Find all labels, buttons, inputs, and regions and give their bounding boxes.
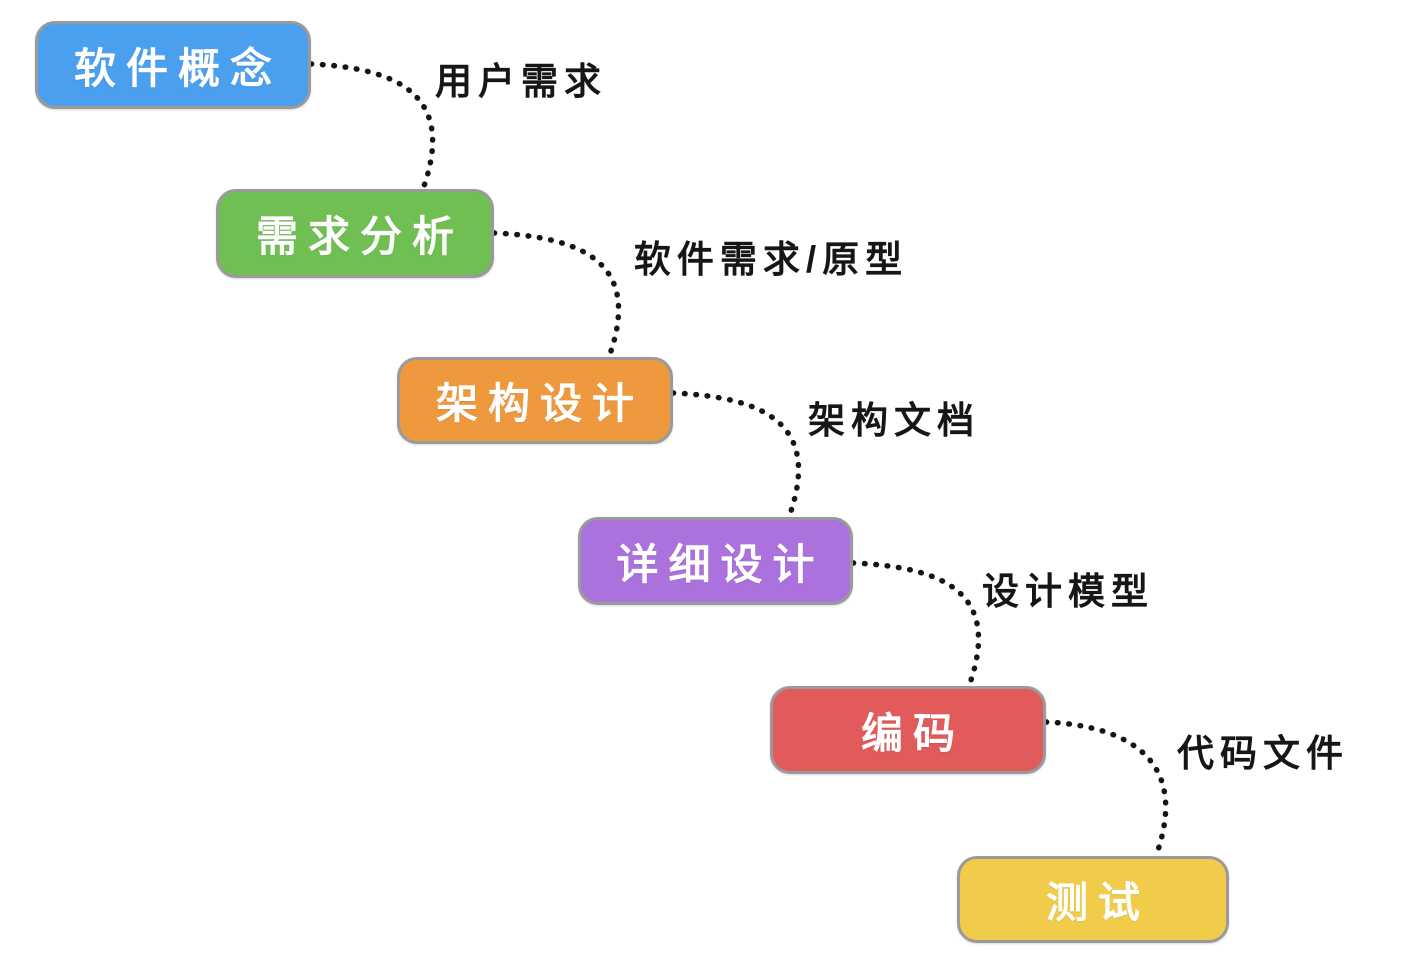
edge-label-software-concept-to-requirements-analysis: 用户需求 — [435, 61, 607, 102]
node-label-requirements-analysis: 需求分析 — [255, 213, 464, 260]
connector-software-concept-to-requirements-analysis — [308, 61, 436, 189]
node-label-coding: 编码 — [860, 709, 965, 757]
edge-label-coding-to-testing: 代码文件 — [1177, 733, 1349, 774]
edge-label-architecture-design-to-detailed-design: 架构文档 — [808, 400, 980, 441]
node-requirements-analysis: 需求分析 — [216, 189, 494, 278]
node-label-testing: 测试 — [1045, 879, 1150, 926]
node-label-architecture-design: 架构设计 — [435, 380, 644, 427]
node-detailed-design: 详细设计 — [578, 517, 853, 605]
node-software-concept: 软件概念 — [35, 21, 311, 109]
connector-detailed-design-to-coding — [850, 560, 982, 686]
node-label-software-concept: 软件概念 — [73, 44, 282, 92]
connector-coding-to-testing — [1043, 719, 1169, 856]
connector-architecture-design-to-detailed-design — [670, 390, 802, 517]
node-architecture-design: 架构设计 — [397, 357, 673, 444]
node-label-detailed-design: 详细设计 — [616, 540, 825, 588]
node-coding: 编码 — [770, 686, 1046, 774]
edge-label-detailed-design-to-coding: 设计模型 — [982, 571, 1154, 612]
connector-requirements-analysis-to-architecture-design — [491, 230, 622, 357]
edge-label-requirements-analysis-to-architecture-design: 软件需求/原型 — [633, 239, 909, 280]
node-testing: 测试 — [957, 856, 1229, 943]
